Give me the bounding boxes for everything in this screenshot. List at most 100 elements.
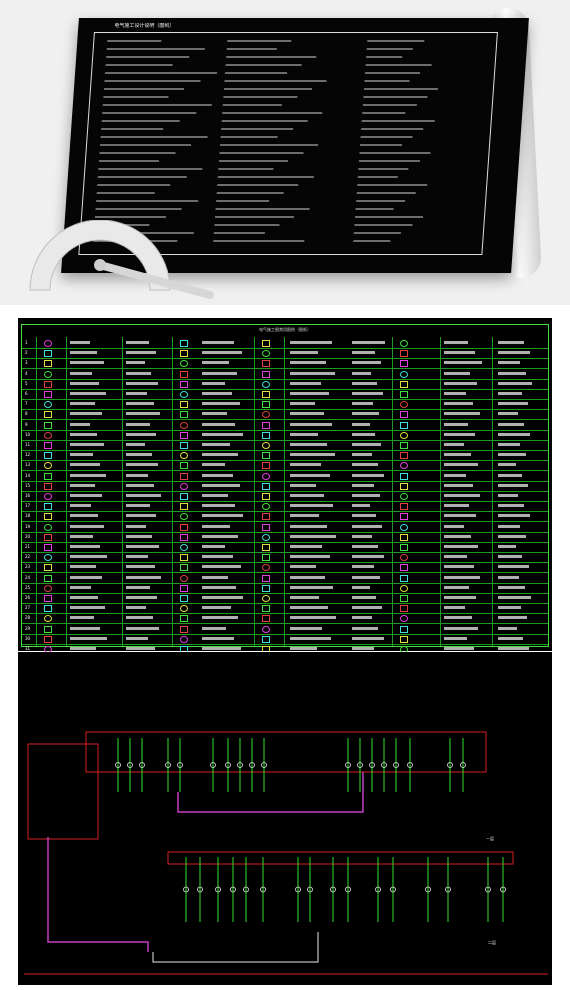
sheet-text-line — [353, 232, 402, 234]
sheet-text-line — [98, 160, 159, 162]
legend-symbol-icon — [400, 533, 408, 541]
cell-text-bar — [498, 514, 531, 518]
sheet-text-line — [363, 96, 428, 98]
row-number: 8 — [25, 411, 28, 417]
cell-text-bar — [498, 626, 517, 630]
breaker-symbol — [183, 886, 189, 893]
sheet-text-line — [99, 152, 176, 154]
cell-text-bar — [498, 534, 527, 538]
sheet-text-line — [365, 64, 432, 66]
panel-label-first: 一层 — [486, 835, 494, 841]
table-row: 21 — [22, 542, 548, 553]
legend-symbol-icon — [44, 482, 52, 490]
sheet-text-line — [106, 56, 190, 58]
sheet-text-line — [361, 120, 435, 122]
cell-text-bar — [290, 545, 322, 548]
breaker-symbol — [407, 762, 413, 768]
sheet-text-line — [353, 240, 391, 242]
cell-text-bar — [70, 443, 104, 446]
panel-label-second: 二层 — [488, 939, 496, 945]
row-number: 13 — [25, 462, 31, 468]
sheet-text-line — [104, 72, 217, 74]
table-row: 8 — [22, 409, 548, 421]
legend-symbol-icon — [262, 360, 270, 368]
sheet-text-line — [101, 120, 180, 122]
legend-symbol-icon — [44, 391, 52, 398]
cell-text-bar — [290, 463, 321, 467]
breaker-symbol — [330, 886, 336, 893]
cell-text-bar — [498, 504, 525, 508]
row-number: 22 — [25, 554, 31, 560]
sheet-text-line — [357, 176, 398, 178]
table-row: 14 — [22, 471, 548, 482]
cell-text-bar — [498, 371, 526, 375]
cell-text-bar — [498, 341, 524, 344]
cell-text-bar — [290, 636, 331, 640]
sheet-text-line — [361, 128, 424, 130]
cell-text-bar — [202, 412, 228, 416]
legend-symbol-icon — [400, 615, 408, 623]
cell-text-bar — [202, 443, 230, 446]
legend-symbol-icon — [400, 625, 408, 633]
legend-symbol-icon — [262, 584, 270, 592]
table-row: 27 — [22, 603, 548, 615]
row-number: 26 — [25, 595, 31, 600]
cell-text-bar — [444, 636, 468, 640]
cell-text-bar — [126, 565, 155, 569]
cell-text-bar — [290, 453, 335, 457]
cell-text-bar — [498, 483, 529, 487]
cell-text-bar — [352, 402, 374, 406]
table-column-divider — [172, 337, 173, 646]
cell-text-bar — [352, 351, 376, 355]
row-number: 19 — [25, 523, 31, 529]
legend-symbol-icon — [180, 452, 188, 460]
legend-symbol-icon — [400, 554, 408, 562]
legend-symbol-icon — [180, 493, 188, 500]
legend-symbol-icon — [400, 401, 408, 409]
legend-symbol-icon — [180, 370, 188, 378]
cell-text-bar — [202, 524, 231, 528]
table-row: 1 — [22, 338, 548, 349]
upper-panel-outline — [85, 731, 487, 773]
cell-text-bar — [290, 575, 325, 579]
cell-text-bar — [498, 616, 527, 620]
sheet-text-line — [221, 120, 308, 122]
row-number: 11 — [25, 442, 31, 447]
cell-text-bar — [352, 534, 372, 538]
cell-text-bar — [202, 555, 234, 559]
cell-text-bar — [498, 432, 531, 436]
cell-text-bar — [444, 453, 471, 457]
cell-text-bar — [70, 534, 94, 538]
legend-symbol-icon — [180, 605, 188, 613]
cell-text-bar — [444, 381, 478, 385]
cell-text-bar — [126, 647, 155, 650]
cell-text-bar — [444, 351, 475, 355]
legend-symbol-icon — [400, 584, 408, 592]
cell-text-bar — [444, 585, 470, 589]
sheet-text-line — [103, 96, 169, 98]
magenta-cable-b — [47, 837, 149, 952]
sheet-text-line — [356, 192, 416, 194]
legend-symbol-icon — [180, 615, 188, 623]
cell-text-bar — [202, 392, 233, 395]
legend-symbol-icon — [400, 421, 408, 429]
cell-text-bar — [126, 392, 148, 395]
cell-text-bar — [290, 585, 333, 589]
row-number: 7 — [25, 401, 28, 407]
table-row: 2 — [22, 348, 548, 360]
cell-text-bar — [290, 422, 332, 426]
sheet-text-line — [226, 56, 317, 58]
cell-text-bar — [498, 392, 522, 395]
lower-feeder-group — [183, 857, 506, 922]
legend-symbol-icon — [262, 401, 270, 409]
cell-text-bar — [444, 524, 465, 528]
cell-text-bar — [70, 371, 93, 375]
sheet-text-line — [225, 64, 302, 66]
cell-text-bar — [202, 483, 241, 487]
breaker-symbol — [447, 762, 453, 768]
table-row: 15 — [22, 481, 548, 492]
cell-text-bar — [126, 585, 151, 589]
legend-symbol-icon — [262, 544, 270, 551]
sheet-text-line — [366, 56, 403, 58]
